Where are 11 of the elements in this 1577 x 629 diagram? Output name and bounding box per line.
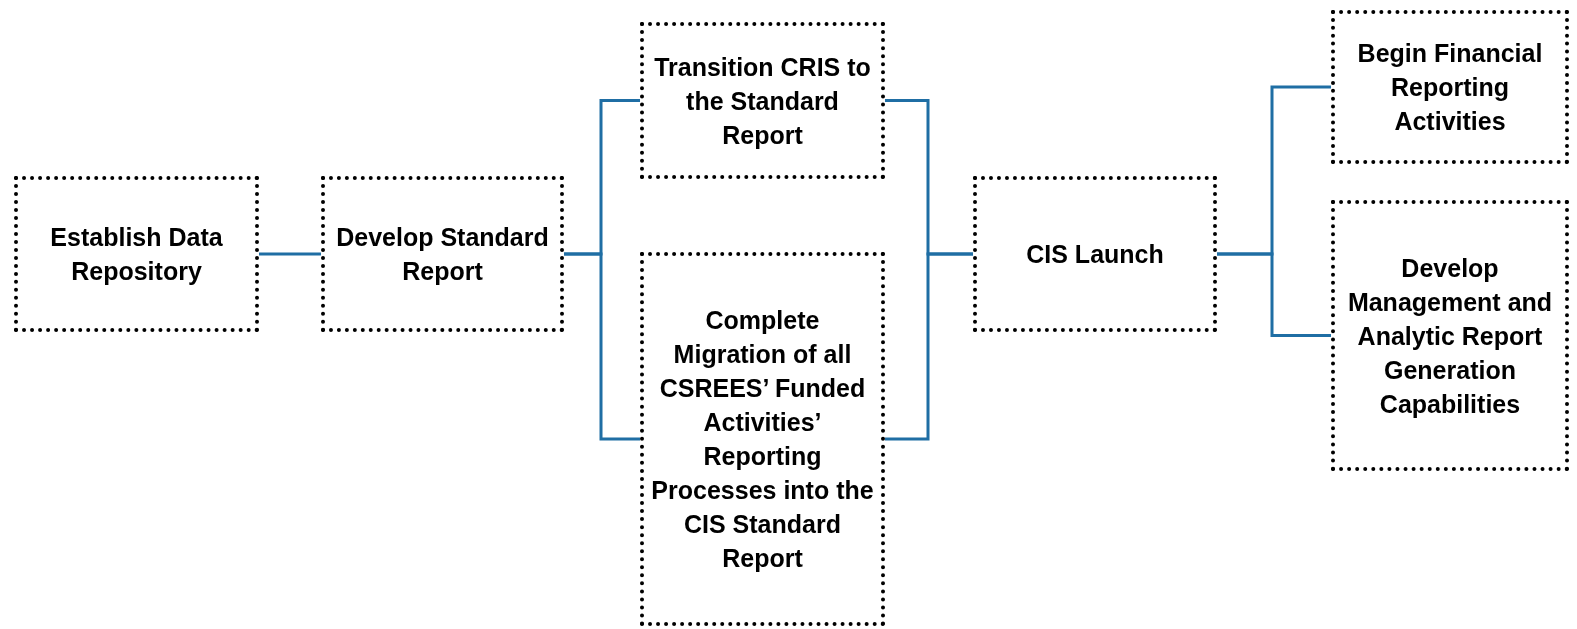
- connector-line: [1217, 252, 1331, 337]
- connector-line: [564, 252, 640, 441]
- process-box: Establish Data Repository: [14, 176, 259, 332]
- connector-line: [259, 252, 321, 256]
- connector-line: [885, 252, 973, 441]
- process-box: Transition CRIS to the Standard Report: [640, 22, 885, 179]
- process-box: Develop Management and Analytic Report Generation Capabilities: [1331, 200, 1569, 471]
- process-box: Develop Standard Report: [321, 176, 564, 332]
- process-box: CIS Launch: [973, 176, 1217, 332]
- process-box: Complete Migration of all CSREES’ Funded Activities’ Reporting Processes into the CIS Standard Report: [640, 252, 885, 626]
- process-box: Begin Financial Reporting Activities: [1331, 10, 1569, 164]
